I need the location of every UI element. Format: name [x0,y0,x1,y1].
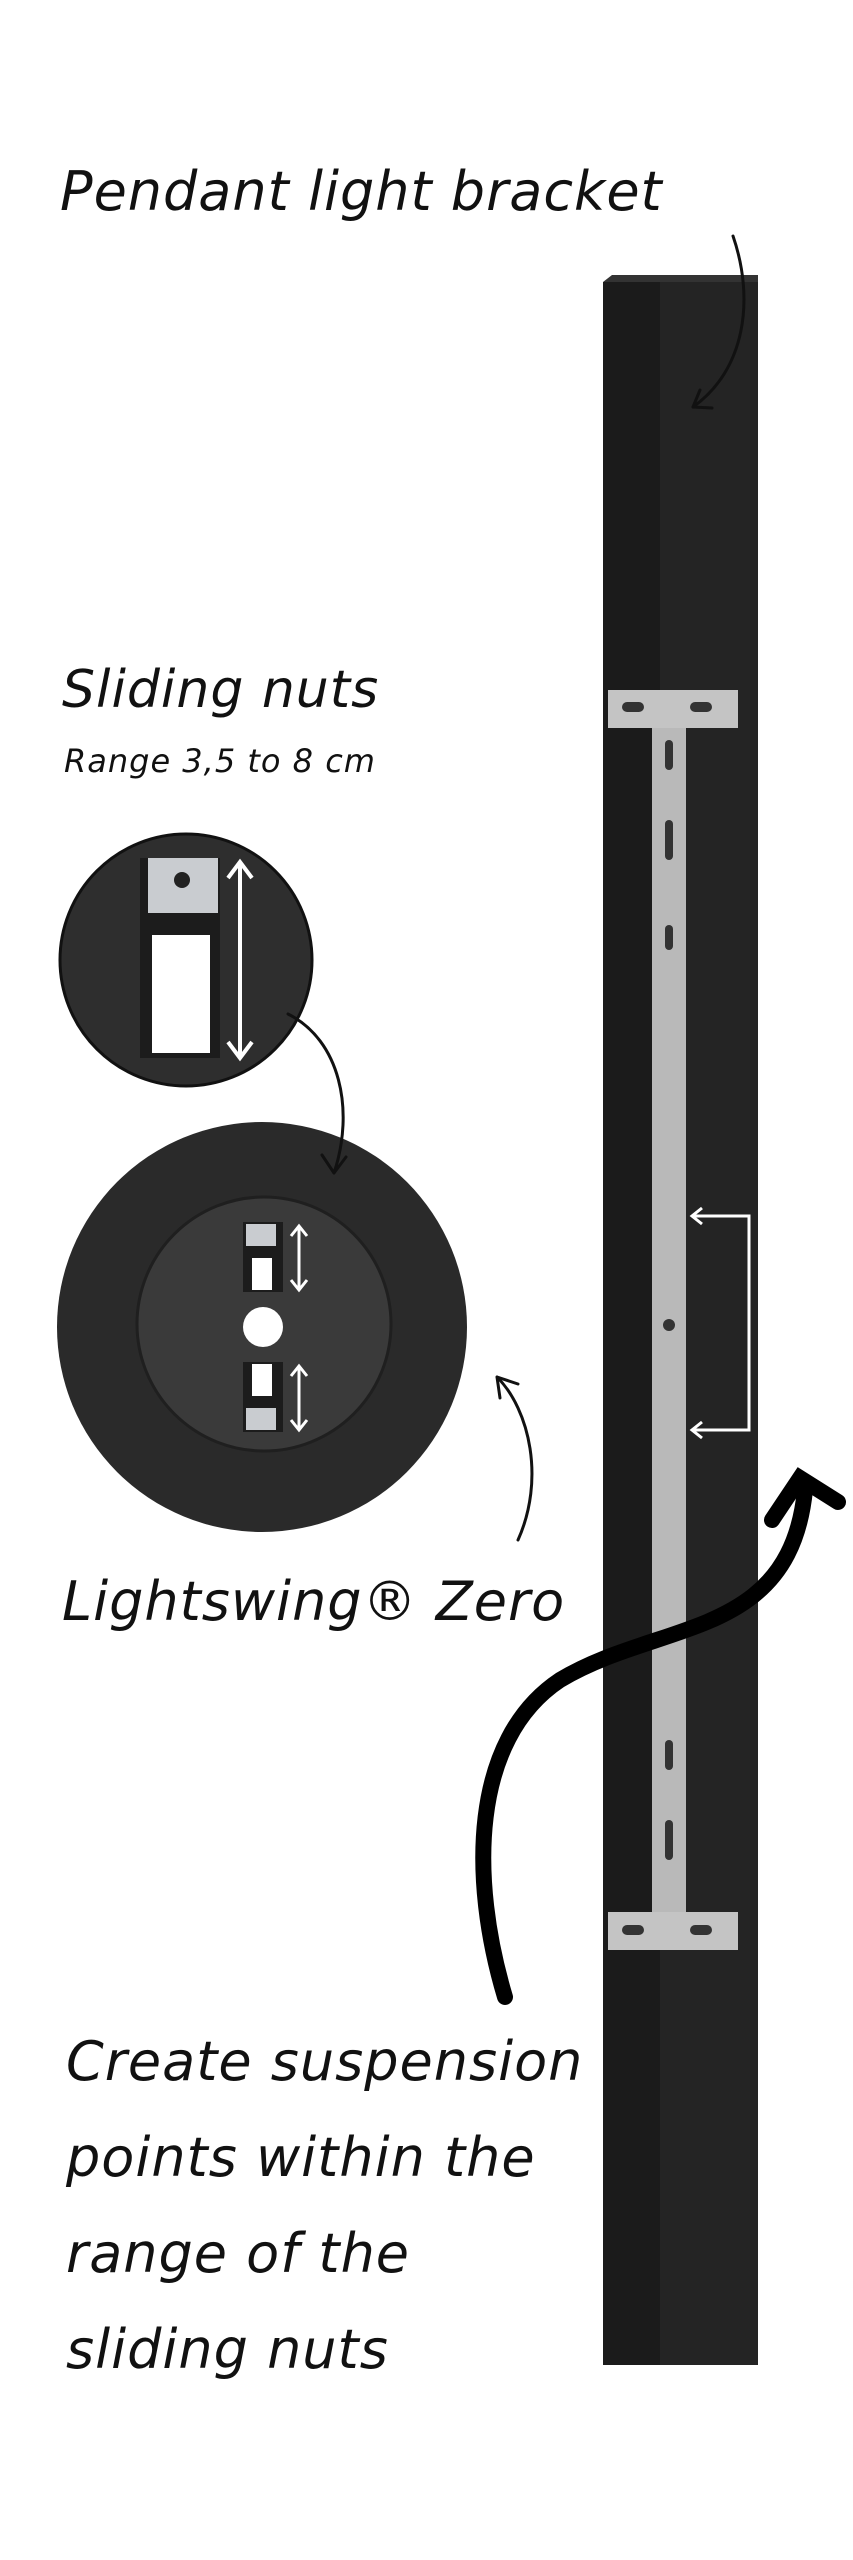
bracket-arrow [689,1206,751,1440]
instruction-line: sliding nuts [66,2318,389,2381]
instruction-line: points within the [66,2126,536,2189]
title-label: Pendant light bracket [60,160,663,223]
double-arrow [289,1223,309,1433]
instruction-line: Create suspension [66,2030,584,2093]
instruction-line: range of the [66,2222,411,2285]
curved-arrow [286,234,746,1542]
sliding-nuts-label: Sliding nuts [62,660,380,720]
large-curved-arrow [475,1467,846,2005]
lightswing-zero-disc [57,1122,467,1532]
sliding-nut-closeup [58,832,314,1088]
product-label: Lightswing® Zero [62,1570,566,1633]
range-label: Range 3,5 to 8 cm [64,742,376,780]
pendant-bracket [603,275,758,2365]
